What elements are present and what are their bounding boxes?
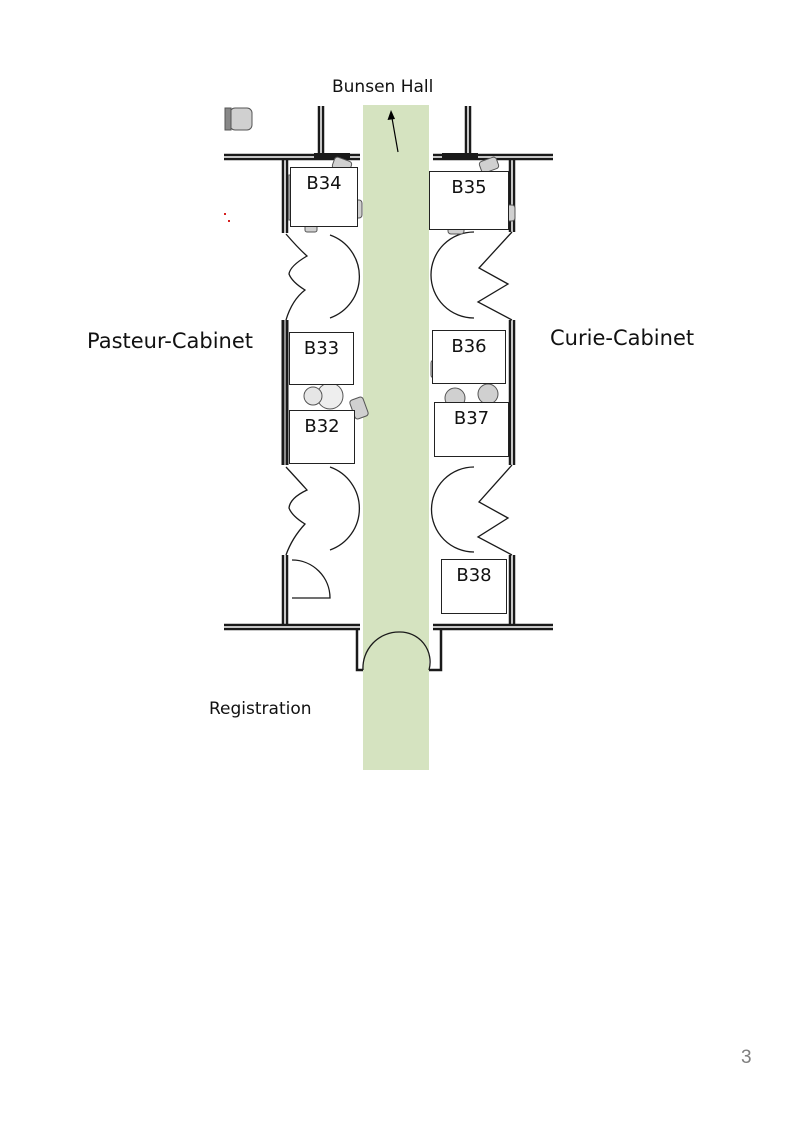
booth-b38[interactable]: B38 — [441, 559, 507, 614]
curie-cabinet-label: Curie-Cabinet — [550, 326, 695, 350]
bunsen-hall-label: Bunsen Hall — [332, 77, 434, 97]
booth-b33[interactable]: B33 — [289, 332, 354, 385]
booth-b35[interactable]: B35 — [429, 171, 509, 230]
booth-b32[interactable]: B32 — [289, 410, 355, 464]
arrow-up-icon — [387, 110, 399, 153]
booth-b36[interactable]: B36 — [432, 330, 506, 384]
marker-dots — [224, 213, 230, 222]
corridor — [363, 105, 429, 770]
booth-b37[interactable]: B37 — [434, 402, 509, 457]
page-number: 3 — [741, 1047, 752, 1068]
walls — [224, 106, 553, 672]
booth-b34[interactable]: B34 — [290, 167, 358, 227]
pasteur-cabinet-label: Pasteur-Cabinet — [87, 329, 254, 353]
door-swings — [285, 231, 513, 671]
registration-label: Registration — [209, 699, 312, 719]
